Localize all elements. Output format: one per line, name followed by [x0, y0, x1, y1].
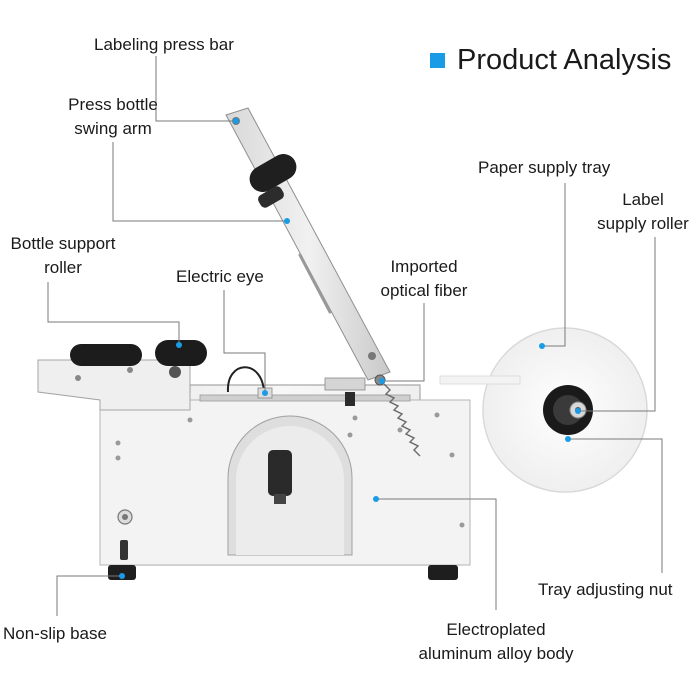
leader-paper-supply-tray — [542, 183, 566, 347]
label-electric-eye: Electric eye — [176, 267, 264, 286]
label-line: Label — [622, 190, 664, 209]
leader-electric-eye — [223, 290, 266, 393]
label-bottle-support-roller: Bottle support roller — [0, 232, 126, 280]
leader-non-slip-base — [56, 575, 122, 616]
leader-dot — [379, 378, 385, 384]
label-press-bottle-swing-arm: Press bottle swing arm — [46, 93, 180, 141]
label-imported-optical-fiber: Imported optical fiber — [364, 255, 484, 303]
tension-spring — [383, 383, 421, 457]
title-text: Product Analysis — [457, 44, 672, 76]
leader-dot — [262, 390, 268, 396]
title-accent-square — [430, 53, 445, 68]
label-line: aluminum alloy body — [418, 644, 574, 663]
leader-swing-arm — [112, 142, 287, 222]
label-line: roller — [44, 258, 82, 277]
electric-eye-wire — [226, 366, 265, 393]
leader-dot — [119, 573, 125, 579]
leader-dot — [176, 342, 182, 348]
swing-arm — [225, 107, 391, 381]
label-line: supply roller — [597, 214, 689, 233]
leader-label-supply-roller — [578, 237, 656, 412]
leader-dot — [233, 118, 239, 124]
label-line: Press bottle — [68, 95, 158, 114]
label-electroplated-body: Electroplated aluminum alloy body — [396, 618, 596, 666]
leader-tray-adjusting-nut — [568, 438, 663, 573]
label-labeling-press-bar: Labeling press bar — [94, 35, 234, 54]
label-line: Electroplated — [446, 620, 546, 639]
label-non-slip-base: Non-slip base — [3, 624, 107, 643]
leader-dot — [373, 496, 379, 502]
leader-labeling-press-bar — [155, 56, 236, 122]
label-line: optical fiber — [380, 281, 468, 300]
leader-dot — [565, 436, 571, 442]
leader-bottle-support-roller — [47, 282, 180, 345]
leader-optical-fiber — [382, 303, 425, 382]
title: Product Analysis — [430, 44, 671, 77]
leader-dot — [284, 218, 290, 224]
bottle-support-roller-right — [155, 340, 207, 366]
label-label-supply-roller: Label supply roller — [586, 188, 700, 236]
label-line: Imported — [390, 257, 458, 276]
label-tray-adjusting-nut: Tray adjusting nut — [538, 580, 673, 599]
right-foot — [428, 565, 458, 580]
label-strip — [439, 375, 521, 385]
label-line: Bottle support — [10, 234, 116, 253]
leader-dot — [539, 343, 545, 349]
leader-dot — [575, 408, 581, 414]
bottle-support-roller-left — [70, 344, 142, 366]
leader-electroplated-body — [376, 498, 497, 610]
label-line: swing arm — [74, 119, 152, 138]
label-paper-supply-tray: Paper supply tray — [478, 158, 611, 177]
